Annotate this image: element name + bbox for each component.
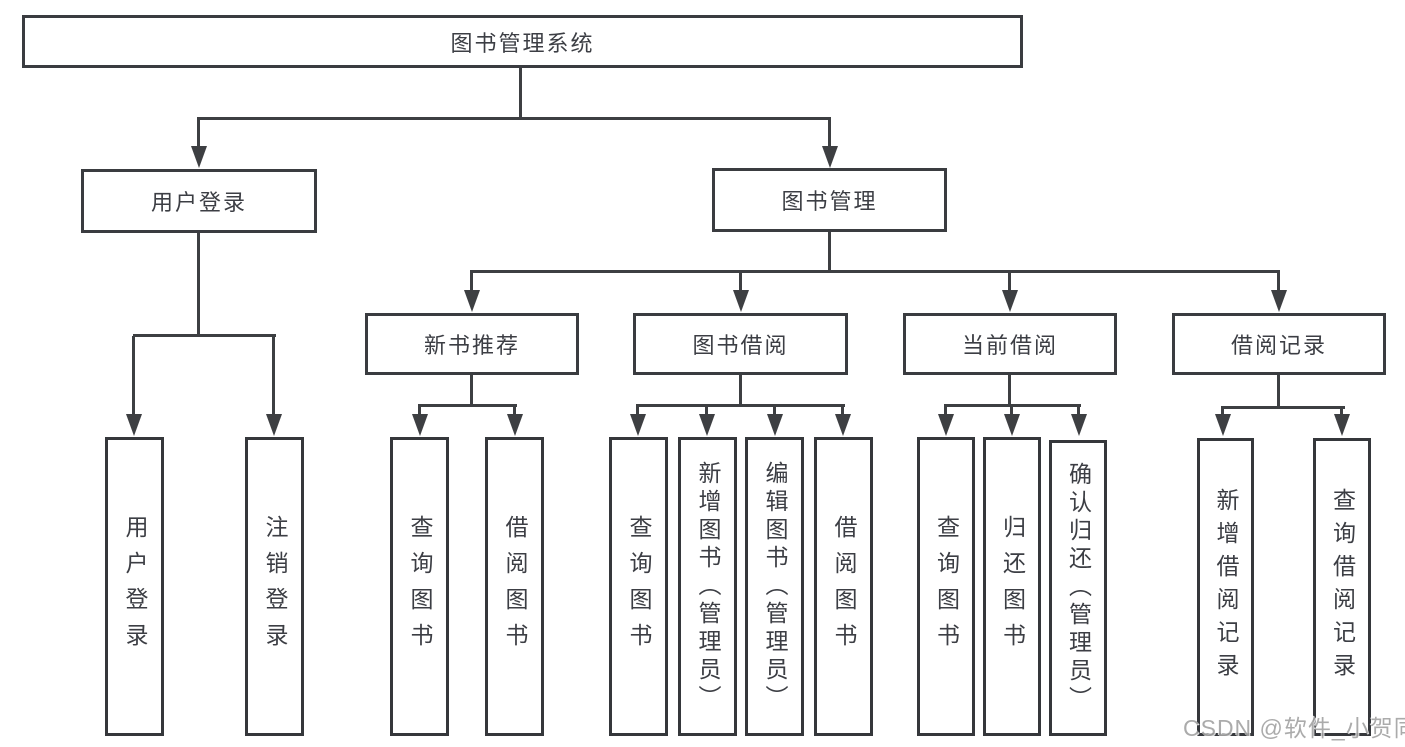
connector-line [197, 117, 831, 120]
node-root: 图书管理系统 [22, 15, 1023, 68]
connector-line [1221, 406, 1345, 409]
node-book-management: 图书管理 [712, 168, 947, 232]
node-book-borrow: 图书借阅 [633, 313, 848, 375]
connector-line [828, 232, 831, 273]
connector-line [636, 404, 845, 407]
connector-line [739, 375, 742, 406]
arrow-down-icon [272, 336, 275, 414]
csdn-watermark: CSDN @软件_小贺同学 [1183, 715, 1405, 741]
node-current-borrow: 当前借阅 [903, 313, 1117, 375]
leaf-recommend-borrow-books: 借阅图书 [485, 437, 544, 736]
leaf-query-borrow-record: 查询借阅记录 [1313, 438, 1371, 736]
connector-line [418, 404, 517, 407]
connector-line [470, 375, 473, 406]
arrow-down-icon [828, 119, 831, 146]
leaf-recommend-query-books: 查询图书 [390, 437, 449, 736]
arrow-down-icon [132, 336, 135, 414]
node-new-book-recommend: 新书推荐 [365, 313, 579, 375]
arrow-down-icon [1077, 406, 1080, 414]
arrow-down-icon [1340, 408, 1343, 414]
arrow-down-icon [705, 406, 708, 414]
arrow-down-icon [1010, 406, 1013, 414]
arrow-down-icon [944, 406, 947, 414]
arrow-down-icon [1277, 272, 1280, 290]
leaf-borrow-books: 借阅图书 [814, 437, 873, 736]
leaf-current-query-books: 查询图书 [917, 437, 975, 736]
leaf-logout: 注销登录 [245, 437, 304, 736]
leaf-add-books-admin: 新增图书（管理员） [678, 437, 737, 736]
arrow-down-icon [470, 272, 473, 290]
connector-line [519, 68, 522, 119]
arrow-down-icon [197, 119, 200, 146]
arrow-down-icon [841, 406, 844, 414]
arrow-down-icon [773, 406, 776, 414]
node-user-login: 用户登录 [81, 169, 317, 233]
arrow-down-icon [418, 406, 421, 414]
leaf-add-borrow-record: 新增借阅记录 [1197, 438, 1254, 736]
arrow-down-icon [739, 272, 742, 290]
arrow-down-icon [1008, 272, 1011, 290]
leaf-confirm-return-admin: 确认归还（管理员） [1049, 440, 1107, 736]
leaf-return-books: 归还图书 [983, 437, 1041, 736]
connector-line [197, 233, 200, 336]
arrow-down-icon [513, 406, 516, 414]
connector-line [1277, 375, 1280, 408]
arrow-down-icon [636, 406, 639, 414]
connector-line [1008, 375, 1011, 406]
arrow-down-icon [1221, 408, 1224, 414]
leaf-edit-books-admin: 编辑图书（管理员） [745, 437, 804, 736]
leaf-borrow-query-books: 查询图书 [609, 437, 668, 736]
connector-line [470, 270, 1280, 273]
connector-line [133, 334, 276, 337]
node-borrow-records: 借阅记录 [1172, 313, 1386, 375]
leaf-user-login: 用户登录 [105, 437, 164, 736]
